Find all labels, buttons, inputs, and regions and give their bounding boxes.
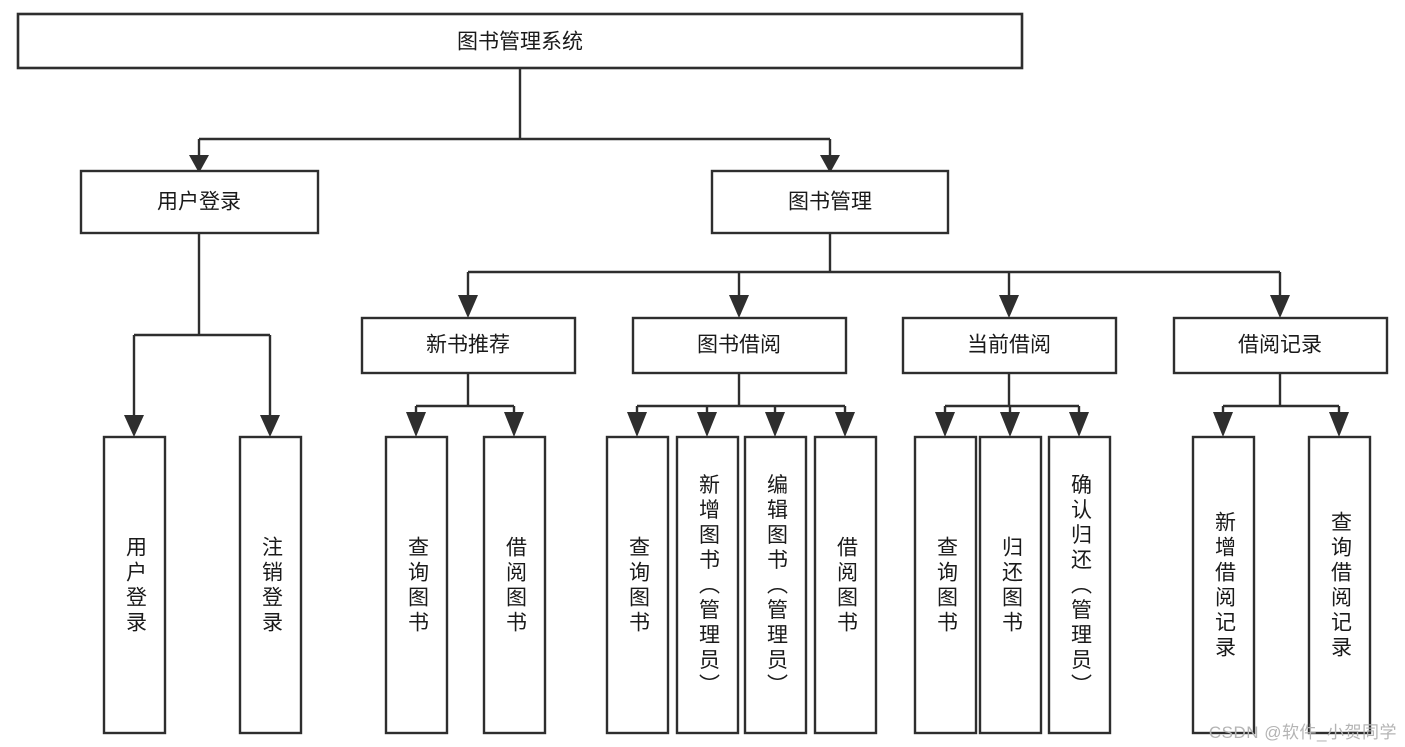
leaf-new-book-0-box[interactable]	[384, 435, 449, 735]
connector-layer	[124, 68, 1349, 437]
leaf-user-login-1-label: 注销登录	[259, 536, 283, 634]
node-user-login[interactable]: 用户登录	[79, 169, 320, 235]
leaf-new-book-0[interactable]: 查询图书	[384, 435, 449, 735]
leaf-current-borrow-2-label: 确认归还（管理员）	[1068, 474, 1092, 697]
arrow-head-nb-leaf-0	[406, 412, 426, 437]
node-current-borrow-box[interactable]	[901, 316, 1118, 375]
leaf-borrow-record-1[interactable]: 查询借阅记录	[1307, 435, 1372, 735]
node-current-borrow-label: 当前借阅	[967, 334, 1051, 357]
leaf-user-login-1[interactable]: 注销登录	[238, 435, 303, 735]
leaf-book-borrow-0-label: 查询图书	[626, 536, 650, 634]
node-borrow-record-box[interactable]	[1172, 316, 1389, 375]
leaf-new-book-1-label: 借阅图书	[503, 536, 527, 634]
leaf-book-borrow-2[interactable]: 编辑图书（管理员）	[743, 435, 808, 735]
node-new-book-recommend-label: 新书推荐	[426, 334, 510, 357]
node-book-manage-label: 图书管理	[788, 191, 872, 214]
arrow-head-cb-leaf-2	[1069, 412, 1089, 437]
arrow-head-book-manage	[820, 155, 840, 173]
leaf-book-borrow-3-box[interactable]	[813, 435, 878, 735]
leaf-current-borrow-1-box[interactable]	[978, 435, 1043, 735]
arrow-head-br-leaf-1	[1329, 412, 1349, 437]
leaf-book-borrow-2-label: 编辑图书（管理员）	[764, 474, 788, 697]
leaf-current-borrow-2-box[interactable]	[1047, 435, 1112, 735]
node-borrow-record-label: 借阅记录	[1238, 334, 1322, 357]
leaf-current-borrow-0-label: 查询图书	[934, 536, 958, 634]
node-borrow-record[interactable]: 借阅记录	[1172, 316, 1389, 375]
node-current-borrow[interactable]: 当前借阅	[901, 316, 1118, 375]
leaf-current-borrow-0[interactable]: 查询图书	[913, 435, 978, 735]
arrow-head-bb-leaf-1	[697, 412, 717, 437]
leaf-current-borrow-2[interactable]: 确认归还（管理员）	[1047, 435, 1112, 735]
node-book-borrow-box[interactable]	[631, 316, 848, 375]
leaf-book-borrow-1-label: 新增图书（管理员）	[696, 474, 720, 697]
node-root-system-label: 图书管理系统	[457, 31, 583, 54]
leaf-borrow-record-0-label: 新增借阅记录	[1212, 511, 1236, 659]
leaf-new-book-0-label: 查询图书	[405, 536, 429, 634]
leaf-book-borrow-1-box[interactable]	[675, 435, 740, 735]
watermark: CSDN @软件_小贺同学	[1208, 723, 1397, 742]
arrow-head-bb-leaf-2	[765, 412, 785, 437]
node-new-book-recommend[interactable]: 新书推荐	[360, 316, 577, 375]
arrow-head-br-leaf-0	[1213, 412, 1233, 437]
node-user-login-label: 用户登录	[157, 191, 241, 214]
leaf-user-login-0[interactable]: 用户登录	[102, 435, 167, 735]
arrow-head-cb-leaf-0	[935, 412, 955, 437]
leaf-book-borrow-1[interactable]: 新增图书（管理员）	[675, 435, 740, 735]
leaf-book-borrow-0[interactable]: 查询图书	[605, 435, 670, 735]
leaf-book-borrow-3[interactable]: 借阅图书	[813, 435, 878, 735]
leaf-new-book-1-box[interactable]	[482, 435, 547, 735]
arrow-head-nb-leaf-1	[504, 412, 524, 437]
leaf-borrow-record-0-box[interactable]	[1191, 435, 1256, 735]
leaf-borrow-record-1-box[interactable]	[1307, 435, 1372, 735]
arrow-head-bb-leaf-3	[835, 412, 855, 437]
leaf-current-borrow-0-box[interactable]	[913, 435, 978, 735]
arrow-head-user-login-leaf-0	[124, 415, 144, 437]
node-new-book-recommend-box[interactable]	[360, 316, 577, 375]
arrow-head-current-borrow	[999, 295, 1019, 318]
leaf-user-login-0-label: 用户登录	[123, 536, 147, 634]
node-book-borrow[interactable]: 图书借阅	[631, 316, 848, 375]
leaf-user-login-1-box[interactable]	[238, 435, 303, 735]
node-user-login-box[interactable]	[79, 169, 320, 235]
arrow-head-cb-leaf-1	[1000, 412, 1020, 437]
leaf-borrow-record-0[interactable]: 新增借阅记录	[1191, 435, 1256, 735]
leaf-book-borrow-3-label: 借阅图书	[834, 536, 858, 634]
leaf-current-borrow-1-label: 归还图书	[999, 536, 1023, 634]
arrow-head-user-login-leaf-1	[260, 415, 280, 437]
arrow-head-borrow-record	[1270, 295, 1290, 318]
leaf-book-borrow-0-box[interactable]	[605, 435, 670, 735]
leaf-user-login-0-box[interactable]	[102, 435, 167, 735]
arrow-head-bb-leaf-0	[627, 412, 647, 437]
node-book-borrow-label: 图书借阅	[697, 334, 781, 357]
leaf-book-borrow-2-box[interactable]	[743, 435, 808, 735]
leaf-current-borrow-1[interactable]: 归还图书	[978, 435, 1043, 735]
node-root-system-box[interactable]	[16, 12, 1024, 70]
arrow-head-user-login	[189, 155, 209, 173]
arrow-head-new-book-recommend	[458, 295, 478, 318]
node-book-manage-box[interactable]	[710, 169, 950, 235]
leaf-new-book-1[interactable]: 借阅图书	[482, 435, 547, 735]
node-book-manage[interactable]: 图书管理	[710, 169, 950, 235]
arrow-head-book-borrow	[729, 295, 749, 318]
leaf-borrow-record-1-label: 查询借阅记录	[1328, 511, 1352, 659]
node-root-system[interactable]: 图书管理系统	[16, 12, 1024, 70]
